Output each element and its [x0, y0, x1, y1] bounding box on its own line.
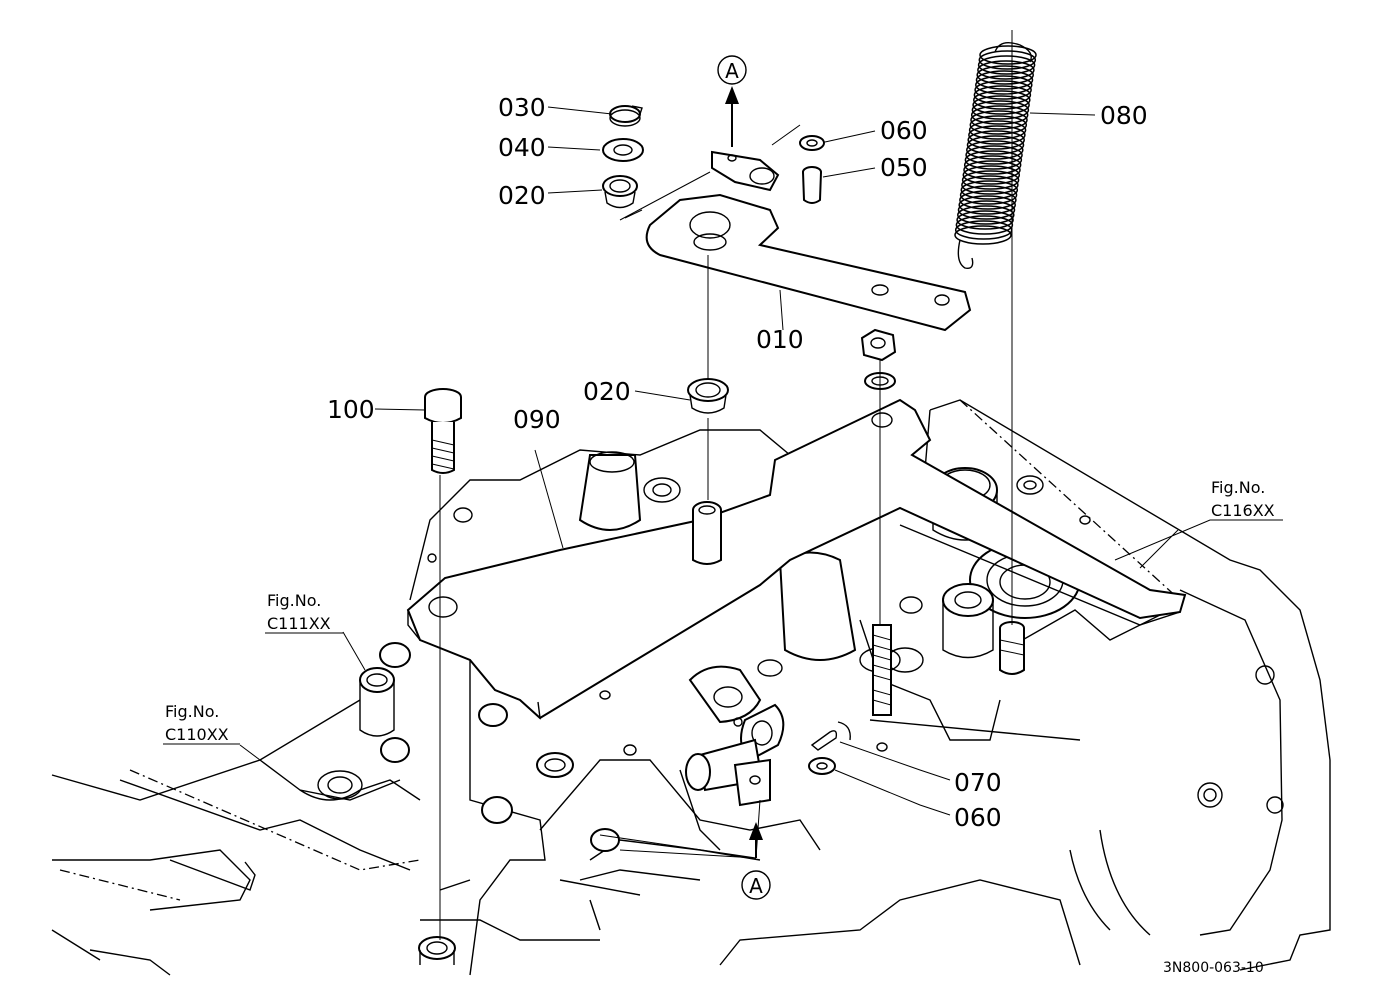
spring-coil	[974, 80, 1032, 100]
drawing-code: 3N800-063-10	[1163, 960, 1264, 976]
spring-coil	[962, 165, 1021, 185]
spring-coil	[978, 50, 1037, 70]
spring-top-hook	[994, 42, 1032, 63]
spring-coil	[965, 145, 1023, 165]
spring-bottom-hook	[957, 239, 974, 269]
spring-coil	[964, 150, 1023, 170]
spring-coil	[966, 140, 1024, 160]
figref-c111-line2: C111XX	[267, 614, 331, 633]
part-090-plate	[406, 398, 1187, 720]
part-010-lever	[619, 124, 972, 332]
spring-coil	[970, 105, 1029, 125]
part-080-spring	[954, 42, 1037, 269]
spring-coil	[976, 65, 1034, 85]
label-030: 030	[498, 93, 546, 122]
spring-coil	[968, 125, 1026, 145]
label-040: 040	[498, 133, 546, 162]
housing-bosses	[359, 451, 1091, 852]
connector-mark-bottom: A	[749, 874, 763, 898]
figref-c111-line1: Fig.No.	[267, 591, 321, 610]
spring-coil	[979, 45, 1037, 65]
label-050: 050	[880, 153, 928, 182]
transmission-housing	[51, 399, 1331, 976]
spring-coil	[959, 190, 1017, 210]
label-010: 010	[756, 325, 804, 354]
small-parts	[418, 105, 1025, 965]
spring-coil	[970, 110, 1028, 130]
spring-coil	[960, 180, 1019, 200]
spring-coil	[968, 120, 1027, 140]
spring-coil	[973, 90, 1031, 110]
label-060-top: 060	[880, 116, 928, 145]
connector-mark-top: A	[725, 59, 739, 83]
spring-coil	[977, 60, 1035, 80]
label-080: 080	[1100, 101, 1148, 130]
spring-coil	[975, 75, 1033, 95]
assembly-lines	[439, 30, 1013, 940]
spring-coil	[977, 55, 1036, 75]
leader-lines	[239, 106, 1283, 816]
figref-c110-line2: C110XX	[165, 725, 229, 744]
spring-coil	[961, 170, 1020, 190]
spring-coil	[961, 175, 1019, 195]
spring-coil	[958, 195, 1016, 215]
connector-arrow-top	[717, 55, 747, 147]
label-020-mid: 020	[583, 377, 631, 406]
spring-coil	[967, 130, 1025, 150]
spring-coil	[972, 95, 1030, 115]
spring-coil	[969, 115, 1028, 135]
label-060-bottom: 060	[954, 803, 1002, 832]
spring-coil	[966, 135, 1025, 155]
spring-coil	[956, 210, 1014, 230]
spring-coil	[959, 185, 1018, 205]
label-070: 070	[954, 768, 1002, 797]
spring-coil	[975, 70, 1034, 90]
spring-coil	[963, 160, 1021, 180]
label-020-top: 020	[498, 181, 546, 210]
spring-coil	[971, 100, 1030, 120]
figref-c116-line1: Fig.No.	[1211, 478, 1265, 497]
figref-c110-line1: Fig.No.	[165, 702, 219, 721]
spring-coil	[973, 85, 1032, 105]
spring-coil	[957, 205, 1015, 225]
spring-coil	[963, 155, 1022, 175]
label-090: 090	[513, 405, 561, 434]
label-100: 100	[327, 395, 375, 424]
figref-c116-line2: C116XX	[1211, 501, 1275, 520]
connector-arrow-bottom	[599, 799, 771, 900]
spring-coil	[954, 225, 1012, 245]
spring-coil	[957, 200, 1016, 220]
